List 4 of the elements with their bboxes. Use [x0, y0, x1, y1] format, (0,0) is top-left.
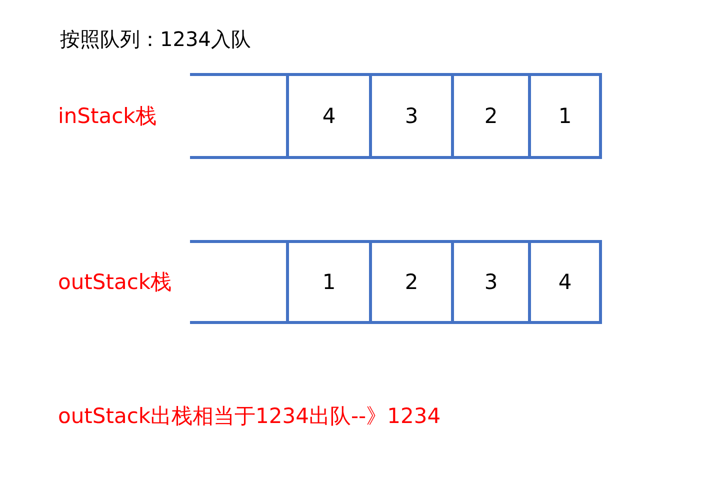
heading-text: 按照队列：1234入队: [60, 26, 251, 53]
note-text: outStack出栈相当于1234出队--》1234: [58, 403, 441, 430]
stack-label: inStack栈: [58, 103, 156, 130]
stack-label: outStack栈: [58, 269, 172, 296]
